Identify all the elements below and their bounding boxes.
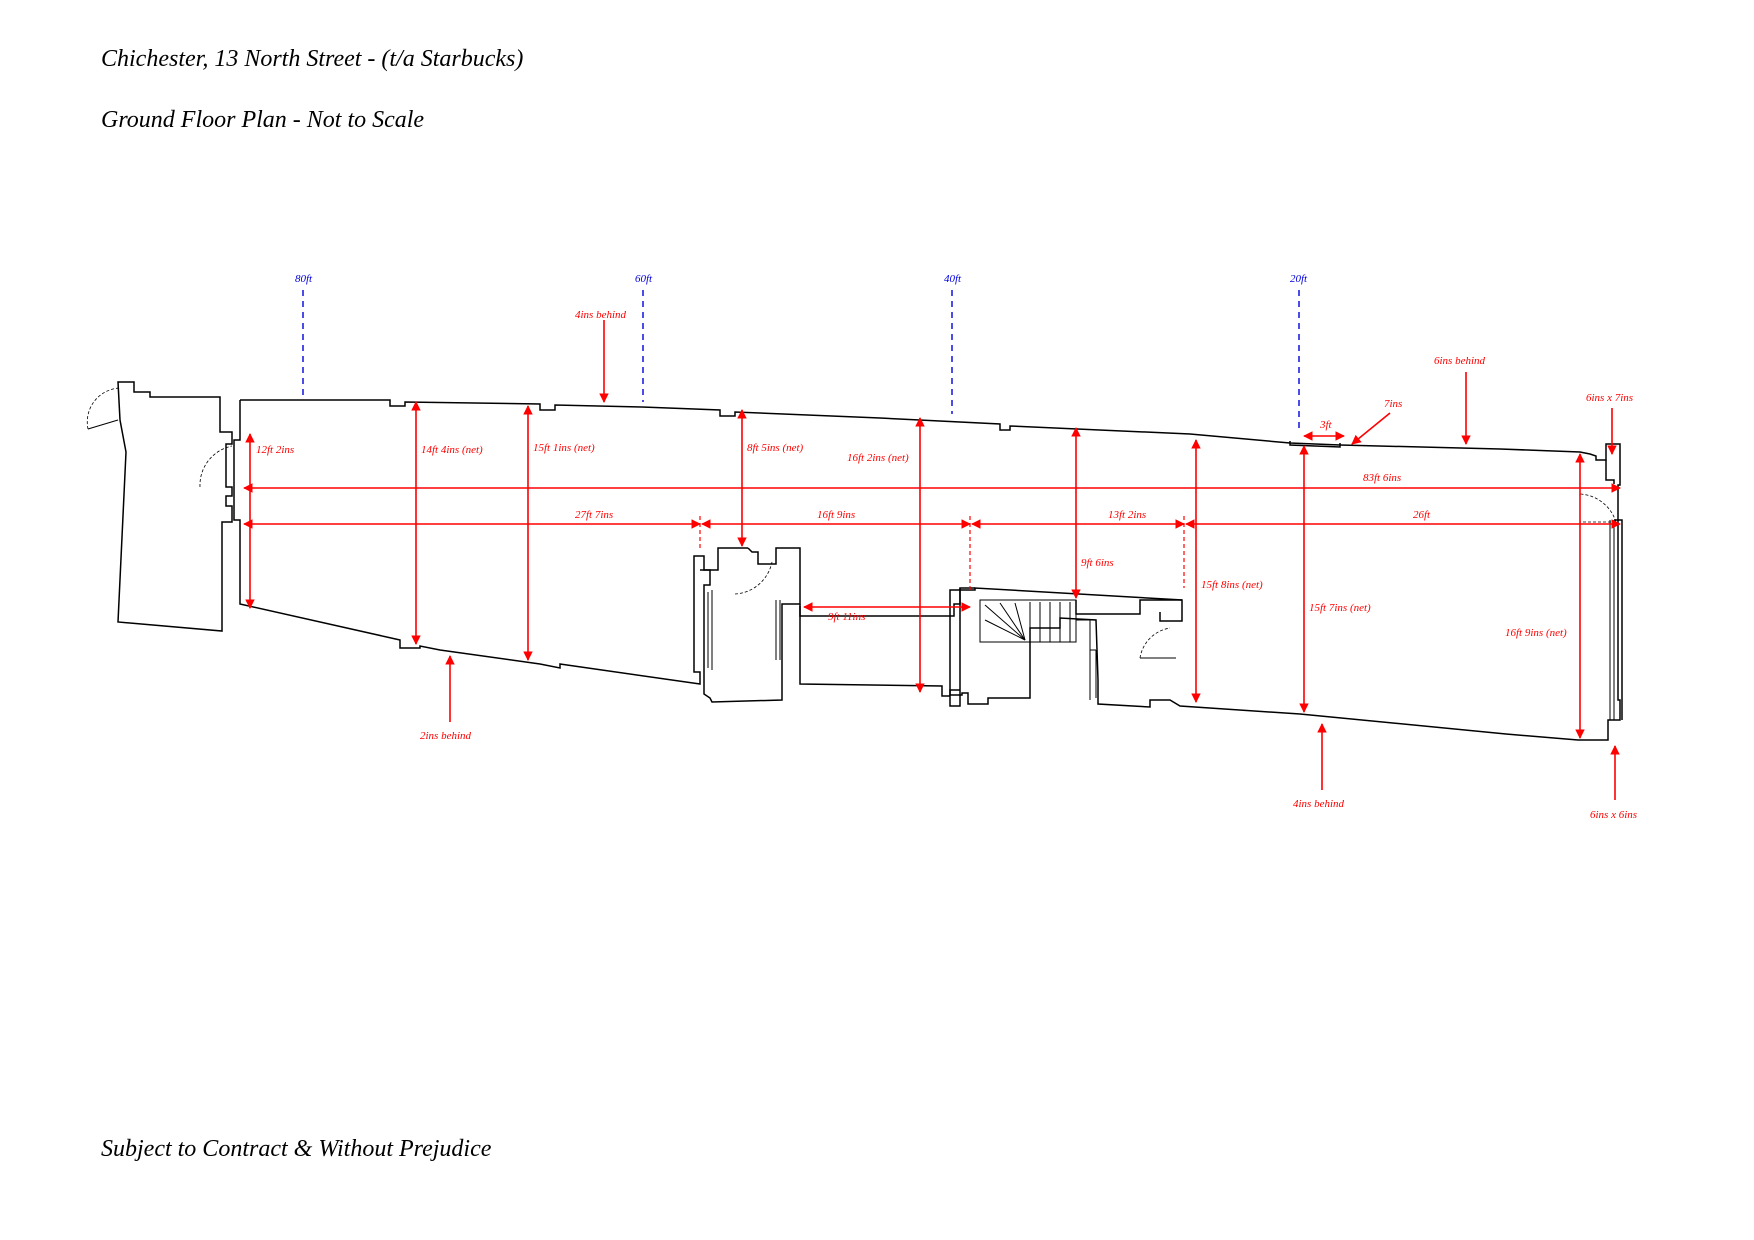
width-7-label: 15ft 7ins (net) xyxy=(1309,602,1371,614)
page-subtitle: Ground Floor Plan - Not to Scale xyxy=(101,107,425,133)
toilet-door-swing xyxy=(1139,627,1171,659)
front-door-swing xyxy=(1579,493,1617,523)
width-4-label: 16ft 2ins (net) xyxy=(847,452,909,464)
note-bottom-right: 4ins behind xyxy=(1293,798,1345,810)
width-front-label: 16ft 9ins (net) xyxy=(1505,627,1567,639)
recess-width-label: 3ft xyxy=(1319,419,1333,431)
recess-depth-label: 7ins xyxy=(1384,398,1402,410)
distance-markers: 80ft 60ft 40ft 20ft xyxy=(295,273,1308,432)
staircase xyxy=(979,599,1077,643)
width-rear-label: 12ft 2ins xyxy=(256,444,294,456)
width-5-label: 9ft 6ins xyxy=(1081,557,1114,569)
dimension-lines: 83ft 6ins 27ft 7ins 16ft 9ins 13ft 2ins … xyxy=(243,309,1637,821)
width-6-label: 15ft 8ins (net) xyxy=(1201,579,1263,591)
disclaimer-text: Subject to Contract & Without Prejudice xyxy=(101,1136,492,1162)
rear-annex-wall xyxy=(117,381,233,632)
recess xyxy=(1289,441,1341,448)
building-outline xyxy=(86,381,1623,741)
marker-label-40ft: 40ft xyxy=(944,273,962,285)
segment-4-label: 26ft xyxy=(1413,509,1431,521)
chimney-block xyxy=(700,547,801,703)
rear-door-arc xyxy=(199,445,233,488)
chimney-door-swing xyxy=(734,561,773,595)
segment-1-label: 27ft 7ins xyxy=(575,509,613,521)
marker-label-80ft: 80ft xyxy=(295,273,313,285)
main-shell-bottom-left xyxy=(233,400,748,685)
note-top-corner: 6ins x 7ins xyxy=(1586,392,1633,404)
width-1-label: 14ft 4ins (net) xyxy=(421,444,483,456)
note-top-right: 6ins behind xyxy=(1434,355,1486,367)
width-3-label: 8ft 5ins (net) xyxy=(747,442,804,454)
stair-block xyxy=(949,588,961,707)
note-top-left: 4ins behind xyxy=(575,309,627,321)
marker-label-60ft: 60ft xyxy=(635,273,653,285)
marker-label-20ft: 20ft xyxy=(1290,273,1308,285)
note-bottom-left: 2ins behind xyxy=(420,730,472,742)
segment-3-label: 13ft 2ins xyxy=(1108,509,1146,521)
page-title: Chichester, 13 North Street - (t/a Starb… xyxy=(101,46,524,72)
overall-length-label: 83ft 6ins xyxy=(1363,472,1401,484)
segment-2-label: 16ft 9ins xyxy=(817,509,855,521)
note-bottom-corner: 6ins x 6ins xyxy=(1590,809,1637,821)
internal-width-label: 9ft 11ins xyxy=(828,611,865,623)
width-2-label: 15ft 1ins (net) xyxy=(533,442,595,454)
rear-door-swing xyxy=(86,387,121,430)
